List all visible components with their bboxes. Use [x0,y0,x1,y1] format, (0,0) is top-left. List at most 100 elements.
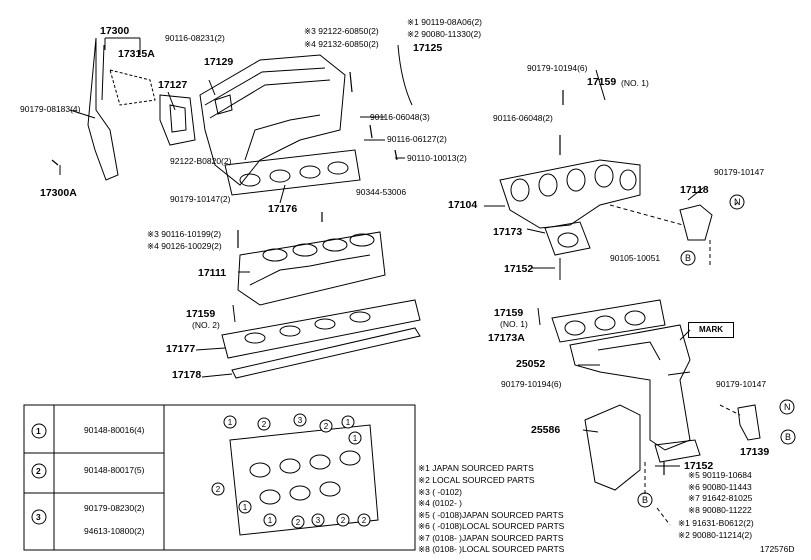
label-17152-lower: 17152 [684,460,714,472]
bolt-91642-81025: ※7 91642-81025 [688,493,753,503]
note-8: ※8 (0108- )LOCAL SOURCED PARTS [418,544,565,554]
bracket-17118 [679,204,713,241]
gasket-17173A [551,299,666,343]
exhaust-manifold-17104 [499,159,641,229]
label-17152-upper: 17152 [504,263,534,275]
bolt-90116-06127: 90116-06127(2) [387,134,447,144]
label-17178: 17178 [172,369,202,381]
svg-text:3: 3 [298,416,303,425]
bolt-90179-08183: 90179-08183(4) [20,104,81,114]
callout-b-2: B [785,432,792,442]
label-17177: 17177 [166,343,196,355]
gasket-17178 [231,327,421,379]
label-17111: 17111 [198,267,227,279]
bolt-92122-60850: ※3 92122-60850(2) [304,26,379,36]
svg-text:1: 1 [243,503,248,512]
hose-17125 [397,44,413,106]
mark-box: MARK [688,322,734,338]
label-17300: 17300 [100,25,130,37]
gasket-17177 [221,299,421,359]
label-17159-no1-note: (NO. 1) [621,78,649,88]
bolt-90080-11330: ※2 90080-11330(2) [407,29,482,39]
note-5: ※5 ( -0108)JAPAN SOURCED PARTS [418,510,564,520]
note-2: ※2 LOCAL SOURCED PARTS [418,475,535,485]
gasket-17173 [544,221,591,256]
bolt-90080-11214: ※2 90080-11214(2) [678,530,753,540]
svg-text:2: 2 [362,516,367,525]
bolt-90119-10684: ※5 90119-10684 [688,470,752,480]
bolt-90179-10147-c: 90179-10147 [716,379,767,389]
svg-text:2: 2 [324,422,329,431]
bolt-90116-06048: 90116-06048(3) [370,112,430,122]
svg-text:2: 2 [341,516,346,525]
legend-num-3: 3 [36,512,41,522]
bolt-90179-10194-b: 90179-10194(6) [501,379,562,389]
bolt-90080-11443: ※6 90080-11443 [688,482,752,492]
exhaust-converter-25052 [569,324,701,463]
svg-text:1: 1 [346,418,351,427]
callout-b-1: B [685,253,692,263]
svg-text:2: 2 [216,485,221,494]
bolt-90119-08A06: ※1 90119-08A06(2) [407,17,483,27]
label-17139: 17139 [740,446,770,458]
label-17176: 17176 [268,203,298,215]
label-17125: 17125 [413,42,443,54]
gasket-17176 [224,149,361,196]
throttle-bracket-17300 [87,37,141,181]
callout-n-1: N [734,197,741,207]
figure-code: 172576D [760,544,795,554]
note-1: ※1 JAPAN SOURCED PARTS [418,463,534,473]
lower-intake-manifold-17111 [237,231,386,306]
label-17300A: 17300A [40,187,77,199]
bolt-90179-10147-b: 90179-10147 [714,167,765,177]
callout-b-3: B [642,495,649,505]
bolt-92122-B0820: 92122-B0820(2) [170,156,232,166]
bolt-90116-06048-b: 90116-06048(2) [493,113,553,123]
label-17129: 17129 [204,56,234,68]
gasket-17315A [109,69,156,106]
svg-text:1: 1 [268,516,273,525]
bolt-90344-53006: 90344-53006 [356,187,407,197]
label-17159-lower-note: (NO. 1) [500,319,528,329]
intake-plenum-17129 [199,54,346,186]
callout-n-2: N [784,402,791,412]
label-17159-no1: 17159 [587,76,617,88]
legend-num-2: 2 [36,466,41,476]
legend-part-2: 90148-80017(5) [84,465,145,475]
svg-text:1: 1 [228,418,233,427]
legend-part-3a: 90179-08230(2) [84,503,145,513]
bolt-90116-10199: ※3 90116-10199(2) [147,229,222,239]
label-17173: 17173 [493,226,523,238]
note-4: ※4 (0102- ) [418,498,462,508]
gasket-17127 [159,94,196,146]
legend-num-1: 1 [36,426,41,436]
bolt-90110-10013: 90110-10013(2) [407,153,467,163]
bolt-90116-08231: 90116-08231(2) [165,33,225,43]
heat-shield-25586 [584,404,641,491]
legend-part-3b: 94613-10800(2) [84,526,145,536]
bracket-17139 [737,404,761,441]
bolt-90105-10051: 90105-10051 [610,253,661,263]
bolt-90179-10147-a: 90179-10147(2) [170,194,231,204]
svg-text:2: 2 [262,420,267,429]
label-25586: 25586 [531,424,561,436]
label-17315A: 17315A [118,48,155,60]
label-25052: 25052 [516,358,546,370]
label-17127: 17127 [158,79,188,91]
svg-text:1: 1 [353,434,358,443]
label-17159-no2-note: (NO. 2) [192,320,220,330]
note-6: ※6 ( -0108)LOCAL SOURCED PARTS [418,521,565,531]
note-7: ※7 (0108- )JAPAN SOURCED PARTS [418,533,564,543]
label-17118: 17118 [680,184,709,196]
label-17159-lower: 17159 [494,307,524,319]
bolt-90179-10194-a: 90179-10194(6) [527,63,588,73]
svg-text:2: 2 [296,518,301,527]
label-17104: 17104 [448,199,478,211]
bolt-91631-B0612: ※1 91631-B0612(2) [678,518,754,528]
svg-text:3: 3 [316,516,321,525]
bolt-90080-11222: ※8 90080-11222 [688,505,752,515]
bolt-90126-10029: ※4 90126-10029(2) [147,241,222,251]
legend-part-1: 90148-80016(4) [84,425,145,435]
label-17159-no2: 17159 [186,308,216,320]
